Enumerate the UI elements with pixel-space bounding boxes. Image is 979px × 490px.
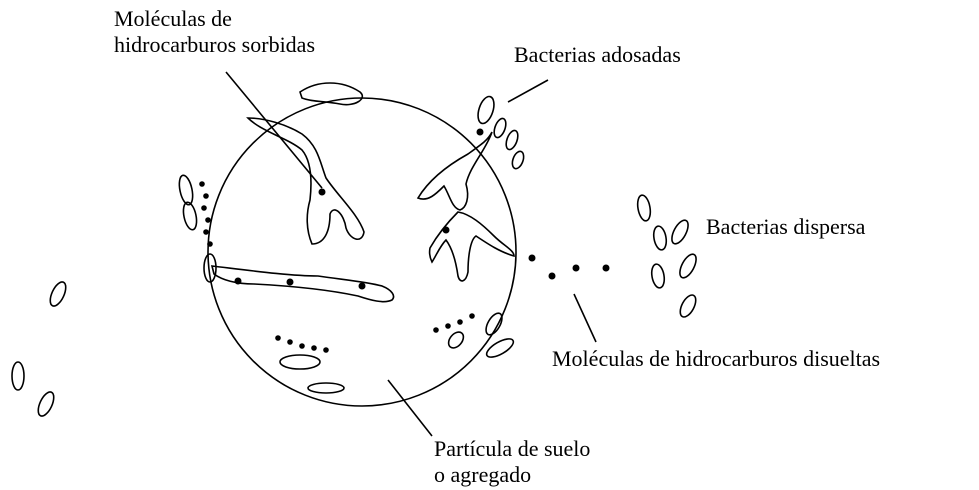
dispersed-bacterium [47,280,69,309]
label-sorbed-molecules: Moléculas de hidrocarburos sorbidas [114,6,315,58]
label-particle-line2: o agregado [434,462,590,488]
sorbed-molecule [319,189,326,196]
edge-cluster-dot [457,319,463,325]
attached-bacterium [492,117,508,139]
edge-cluster-dot [201,205,207,211]
edge-cluster-dot [205,217,211,223]
dissolved-molecule [549,273,556,280]
label-sorbed-line1: Moléculas de [114,6,315,32]
edge-cluster-dot [207,241,213,247]
attached-bacterium [280,355,320,369]
dispersed-bacterium [35,390,57,419]
pore-channel [430,212,514,281]
edge-cluster-dot [323,347,329,353]
sorbed-molecule [287,279,294,286]
edge-cluster-dot [203,193,209,199]
attached-bacterium [181,201,199,231]
label-sorbed-line2: hidrocarburos sorbidas [114,32,315,58]
edge-cluster-dot [275,335,281,341]
attached-bacterium [510,150,526,170]
edge-cluster-dot [299,343,305,349]
label-particle-line1: Partícula de suelo [434,436,590,462]
attached-bacterium [446,329,467,351]
dispersed-bacterium [669,218,692,247]
edge-cluster-dot [287,339,293,345]
attached-bacterium [308,383,344,393]
sorbed-molecule [359,283,366,290]
attached-bacterium [504,129,520,151]
leader-line-disueltas [574,294,596,342]
attached-bacterium [475,95,497,126]
leader-line-sorbidas [226,72,322,188]
label-dispersed-bacteria: Bacterias dispersa [706,214,865,240]
attached-bacterium [483,311,505,338]
sorbed-molecule [477,129,484,136]
dispersed-bacterium [636,194,652,222]
sorbed-molecule [235,278,242,285]
dispersed-bacterium [652,225,668,251]
edge-cluster-dot [199,181,205,187]
edge-cluster-dot [469,313,475,319]
dispersed-bacterium [677,252,700,281]
pore-channel [248,118,364,244]
leader-line-particula [388,380,432,436]
sorbed-molecule [443,227,450,234]
label-soil-particle: Partícula de suelo o agregado [434,436,590,488]
edge-cluster-dot [203,229,209,235]
dissolved-molecule [603,265,610,272]
label-attached-bacteria: Bacterias adosadas [514,42,681,68]
dissolved-molecule [529,255,536,262]
dissolved-molecule [573,265,580,272]
attached-bacterium [177,174,195,206]
edge-cluster-dot [445,323,451,329]
dispersed-bacterium [677,293,699,320]
dispersed-bacterium [650,263,666,289]
leader-line-adosadas [508,80,548,102]
edge-cluster-dot [433,327,439,333]
pore-channel [418,132,492,210]
label-dissolved-molecules: Moléculas de hidrocarburos disueltas [552,346,880,372]
edge-cluster-dot [311,345,317,351]
dispersed-bacterium [12,362,24,390]
